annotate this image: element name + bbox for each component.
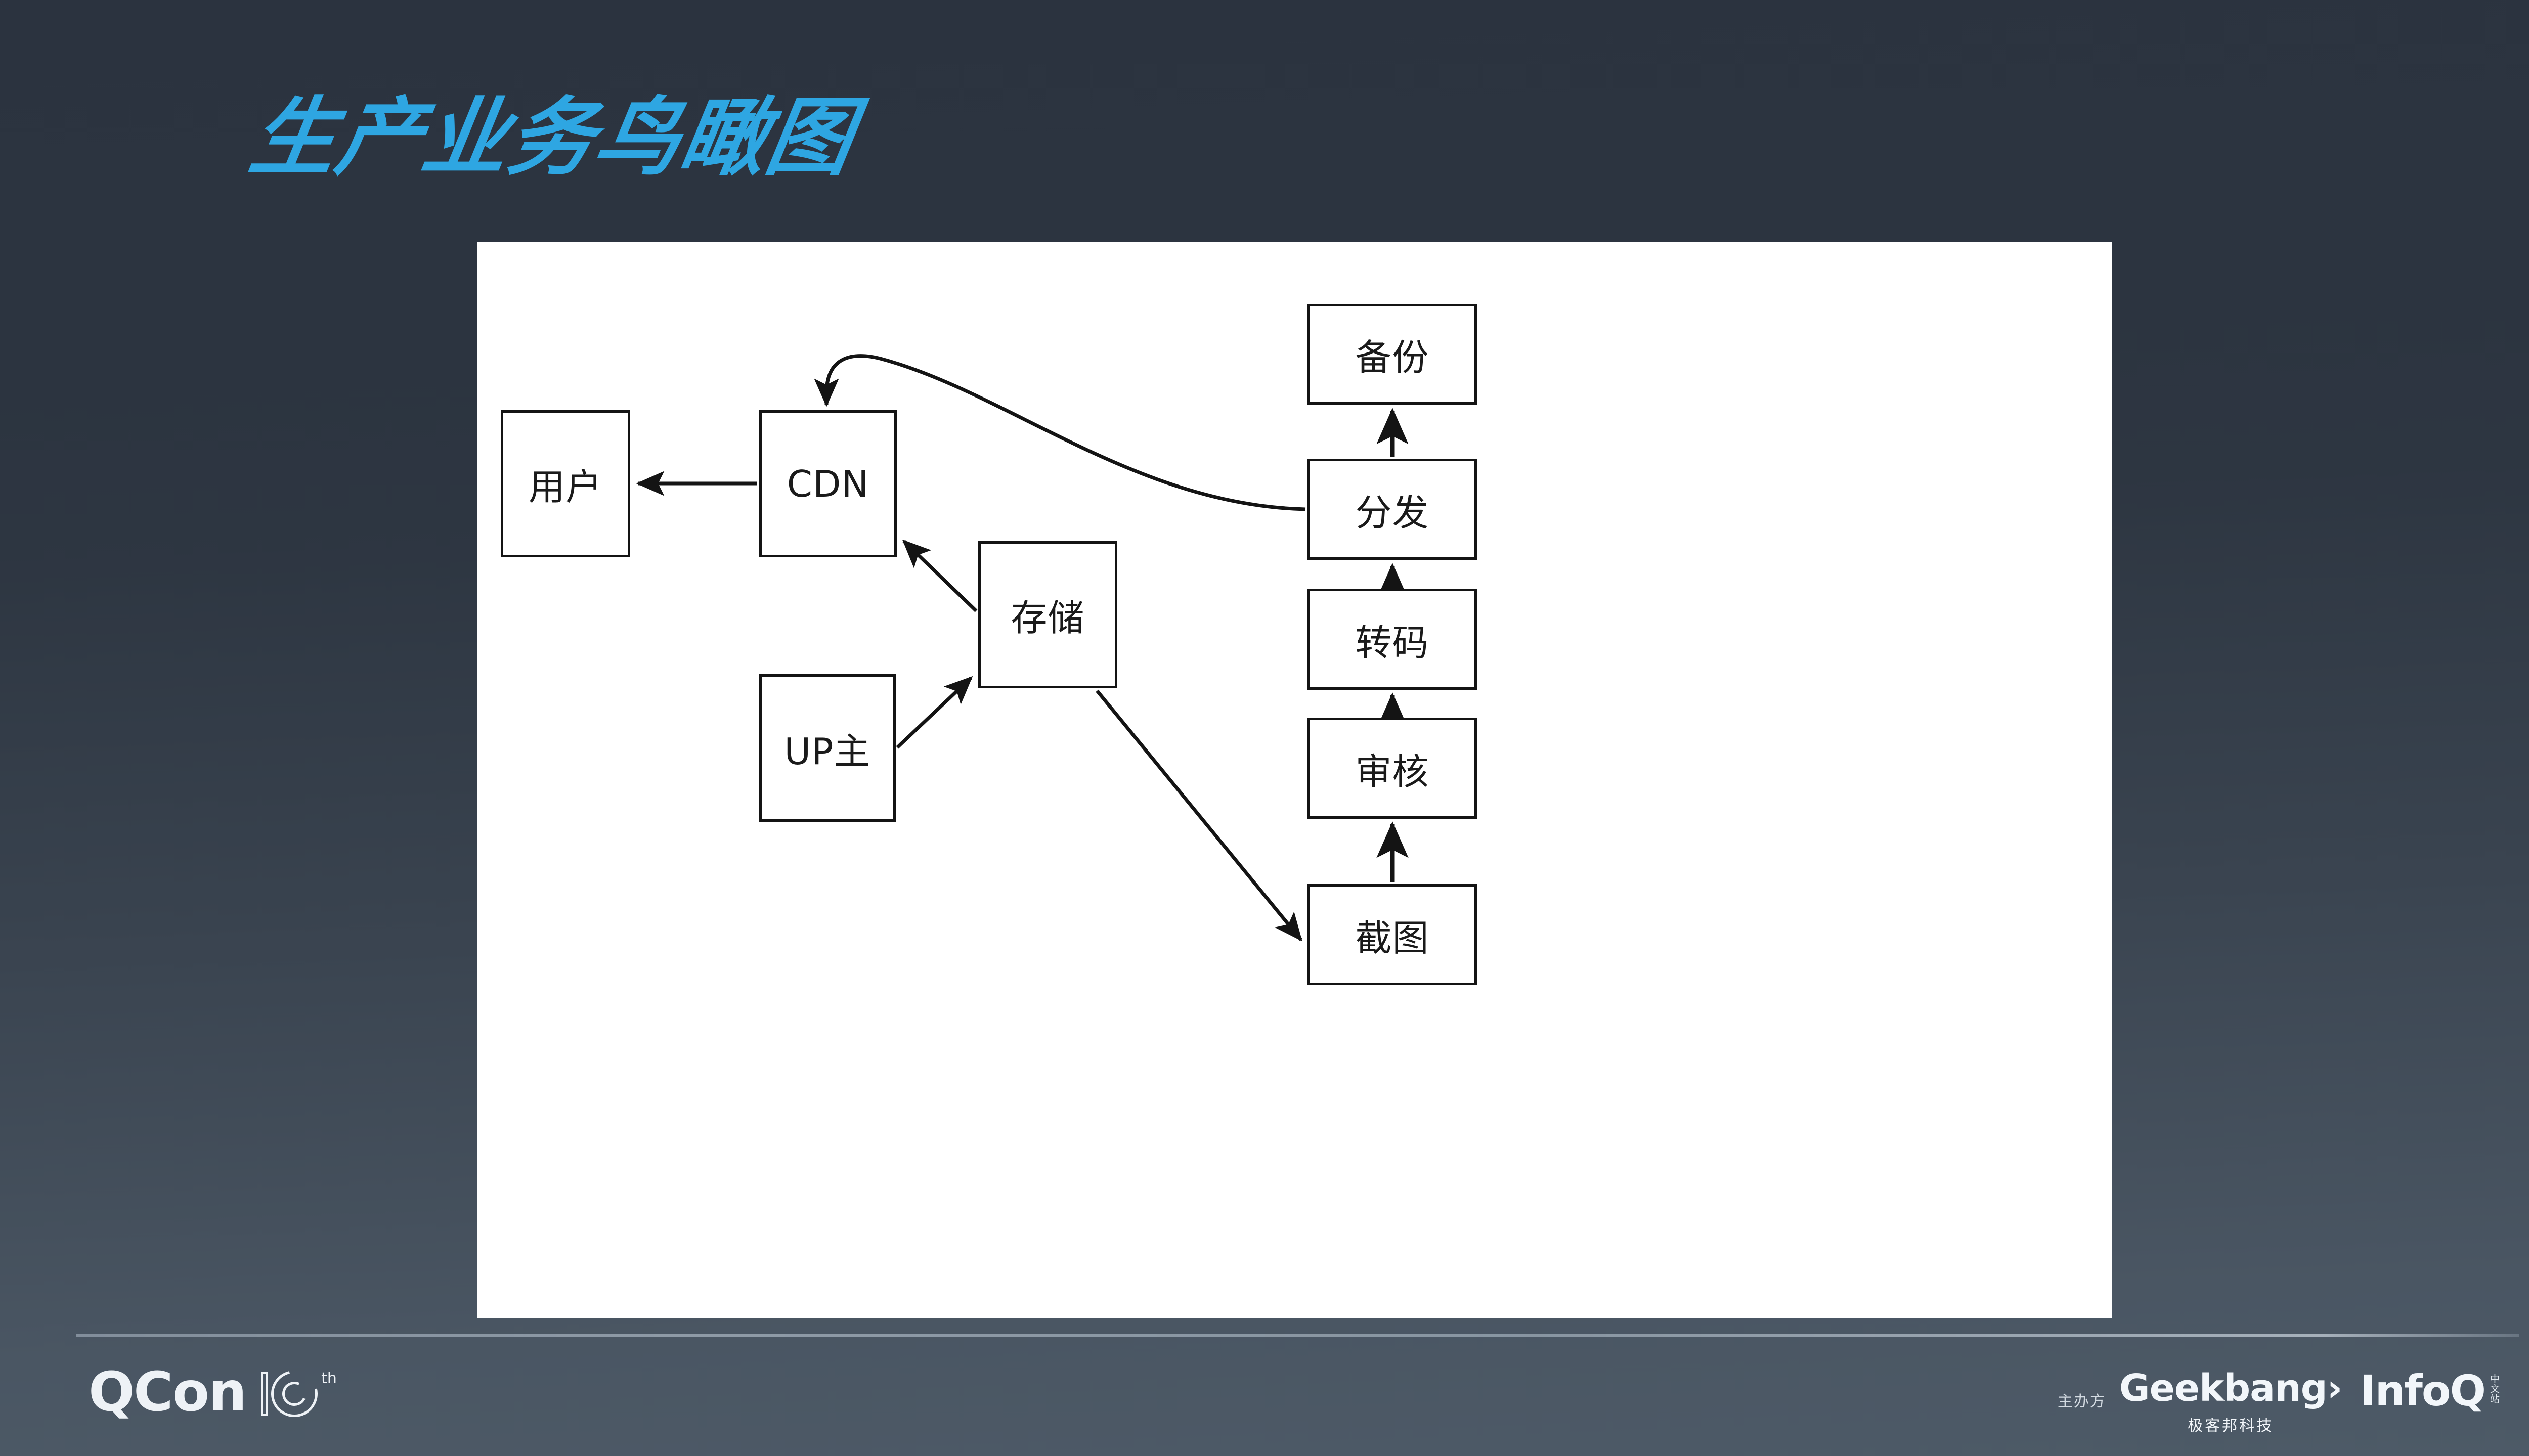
infoq-wordmark: InfoQ — [2360, 1366, 2486, 1416]
node-storage-label: 存储 — [1011, 597, 1085, 639]
edge-storage-to-cdn — [902, 539, 978, 612]
node-transcode[interactable]: 转码 — [1307, 589, 1477, 690]
node-backup-label: 备份 — [1355, 336, 1429, 379]
node-up-owner[interactable]: UP主 — [759, 674, 896, 822]
node-distribute-label: 分发 — [1355, 491, 1429, 534]
edge-storage-to-snapshot — [1096, 689, 1302, 942]
infoq-subtitle: 中文站 — [2489, 1374, 2500, 1404]
node-audit-label: 审核 — [1355, 750, 1429, 793]
node-audit[interactable]: 审核 — [1307, 718, 1477, 819]
qcon-bar-icon — [261, 1371, 268, 1416]
qcon-logo: QCon th — [89, 1361, 337, 1426]
node-up-owner-label: UP主 — [784, 730, 871, 773]
infoq-logo: InfoQ 中文站 — [2360, 1370, 2528, 1412]
node-distribute[interactable]: 分发 — [1307, 459, 1477, 560]
node-storage[interactable]: 存储 — [978, 541, 1117, 688]
qcon-spiral-icon — [262, 1361, 327, 1426]
qcon-anniversary-mark: th — [261, 1361, 337, 1426]
footer-divider — [76, 1334, 2519, 1337]
node-backup[interactable]: 备份 — [1307, 304, 1477, 405]
node-cdn[interactable]: CDN — [759, 410, 897, 557]
geekbang-wordmark: Geekbang› — [2119, 1366, 2342, 1410]
edge-distribute-to-cdn-curved — [814, 354, 1306, 511]
node-user-label: 用户 — [528, 466, 602, 508]
architecture-diagram-panel: 用户 CDN 存储 UP主 备份 分发 转码 审核 截图 — [477, 242, 2112, 1318]
node-transcode-label: 转码 — [1355, 621, 1429, 664]
node-cdn-label: CDN — [787, 462, 869, 505]
qcon-ordinal-label: th — [321, 1369, 337, 1387]
page-title: 生产业务鸟瞰图 — [243, 88, 861, 187]
qcon-wordmark: QCon — [89, 1361, 247, 1424]
sponsor-block: 主办方 Geekbang› 极客邦科技 InfoQ 中文站 — [2058, 1370, 2528, 1435]
node-snapshot-label: 截图 — [1355, 916, 1429, 959]
edge-upzhu-to-storage — [896, 676, 973, 749]
geekbang-chinese-name: 极客邦科技 — [2188, 1417, 2274, 1435]
diagram-connectors — [636, 354, 1409, 942]
sponsor-label: 主办方 — [2057, 1393, 2106, 1410]
geekbang-logo: Geekbang› 极客邦科技 — [2119, 1370, 2342, 1435]
node-snapshot[interactable]: 截图 — [1307, 884, 1477, 985]
node-user[interactable]: 用户 — [501, 410, 630, 557]
